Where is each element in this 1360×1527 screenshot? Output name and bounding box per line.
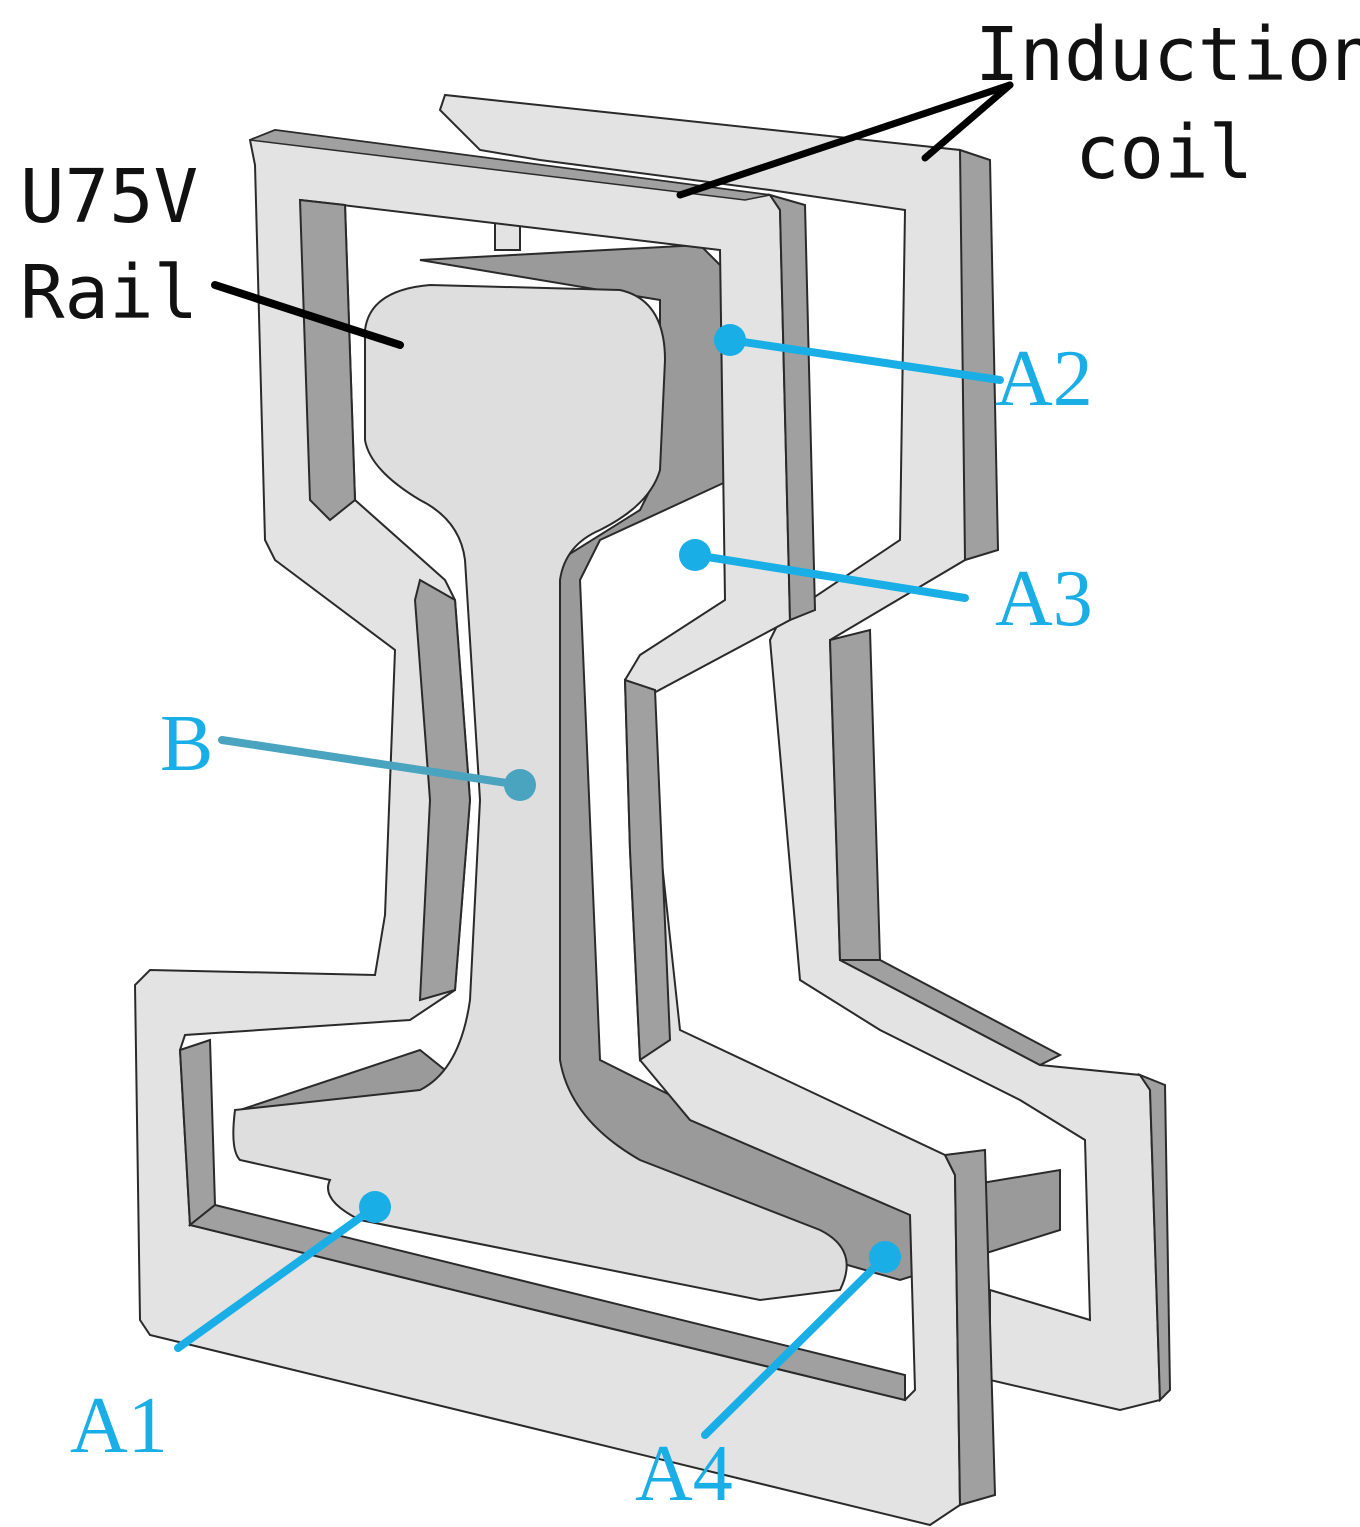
back-coil-side-lower [1137,1072,1172,1403]
back-coil-side-right [958,148,1000,562]
point-markers [174,324,1004,1439]
rail-front-face [232,283,848,1302]
front-coil-inner-wall-hbottom [187,1203,906,1402]
front-coil-side-right-bottom [943,1148,997,1507]
coil-leader-line-front [676,81,1014,199]
a2-label: A2 [995,335,1093,423]
a1-marker-dot [359,1191,391,1223]
back-induction-coil [438,93,1172,1412]
a4-leader-line [701,1253,889,1439]
front-induction-coil [133,128,997,1527]
a3-marker-dot [679,539,711,571]
text-labels: Induction coil U75V Rail A2 A3 B A1 A4 [20,12,1360,1518]
back-coil-inner-left [828,628,882,961]
b-marker-dot [504,769,536,801]
a4-label: A4 [635,1430,733,1518]
rail-leader-line [211,281,404,349]
a3-label: A3 [995,555,1093,643]
a4-marker-dot [869,1241,901,1273]
front-coil-side-right-top [767,193,817,622]
b-label: B [160,700,213,788]
coil-label-line1: Induction [975,12,1360,98]
front-coil-top-edge [249,129,771,201]
coil-leader-line-back [921,81,1014,162]
front-coil-inner-wall-mid [413,578,472,1002]
back-coil-inner-slope [839,959,1063,1067]
a2-marker-dot [714,324,746,356]
a2-leader-line [726,336,1004,384]
front-coil-inner-wall-right [623,678,672,1062]
coil-label-line2: coil [1075,110,1253,196]
a3-leader-line [691,551,969,602]
a1-label: A1 [70,1382,168,1470]
rail-label-line2: Rail [20,250,198,336]
b-leader-line [218,736,524,789]
black-leaders [211,81,1014,349]
front-coil-inner-wall-left [298,198,357,522]
a1-leader-line [174,1203,379,1352]
u75v-rail [232,243,1061,1302]
rail-label-line1: U75V [20,154,198,240]
